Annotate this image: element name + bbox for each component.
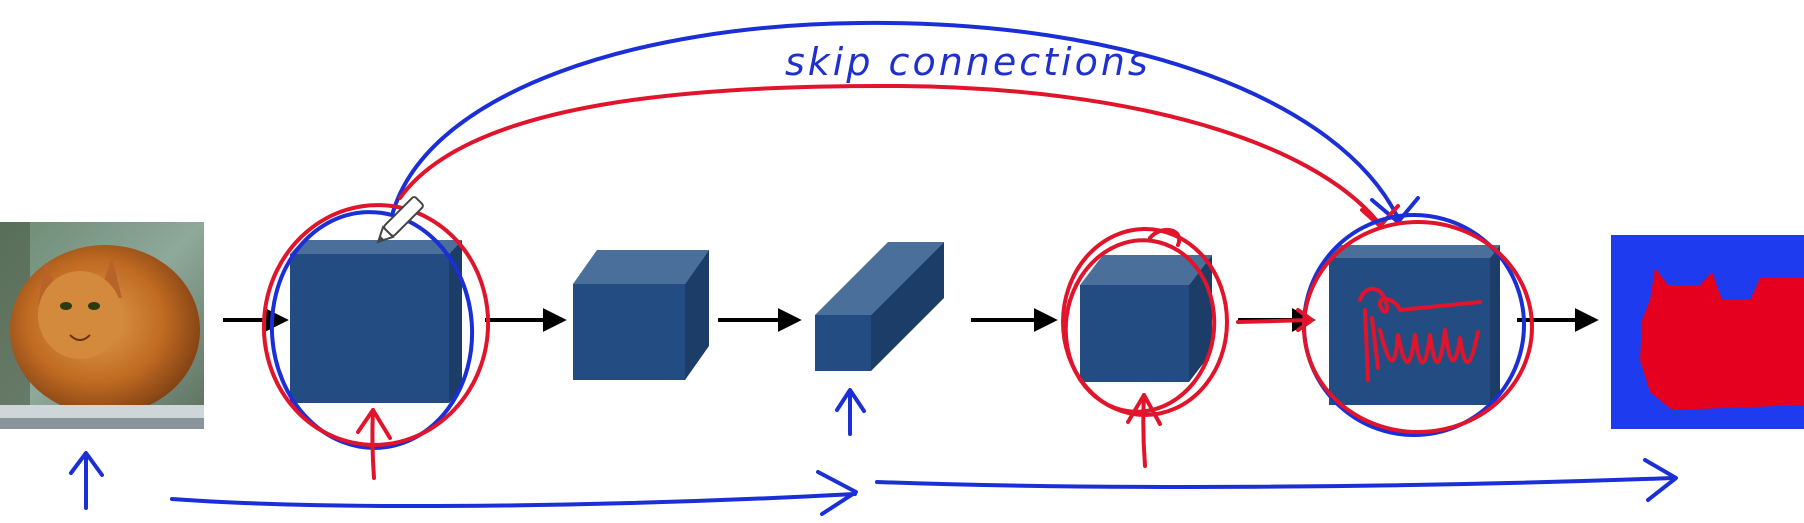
red-concat-arrow [1236,318,1312,324]
skip-connections-label: skip connections [785,40,1151,84]
bottom-arrow-left [170,492,857,509]
decoder1-loop-top [1148,228,1182,247]
encoder-block-1 [290,240,462,403]
blue-up-arrows [69,388,866,510]
encoder-block-2 [573,250,709,380]
circle-block1-blue [269,210,475,450]
red-concat-arrowhead [1296,308,1314,332]
skip-arc-red [398,83,1380,224]
bottom-arrow-right-head [1643,458,1678,502]
circle-block1-red [261,203,491,447]
decoder-block-1 [1080,255,1212,382]
input-image [0,222,204,429]
bottleneck-block [815,242,944,371]
circle-decoder1-red-b [1063,238,1217,414]
scribble-in-decoder-block [1358,286,1482,382]
red-up-arrows [356,393,1162,480]
bottom-arrow-right [875,476,1676,489]
skip-arc-blue [391,20,1400,220]
decoder-block-2 [1329,245,1500,405]
pen-cursor-icon [376,196,424,244]
bottom-arrow-left-head [816,470,858,516]
output-mask [1611,235,1804,429]
